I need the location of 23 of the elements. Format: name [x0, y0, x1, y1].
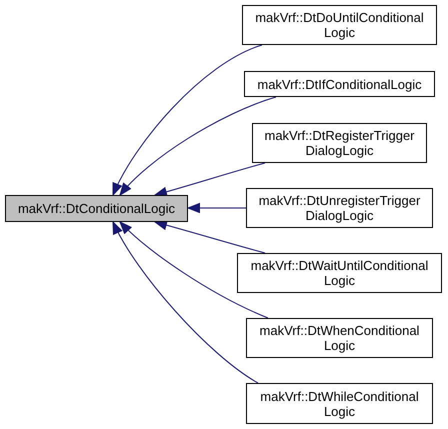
class-name: makVrf::DtUnregisterTrigger DialogLogic [258, 193, 422, 223]
inheritance-arrow [154, 220, 266, 254]
inheritance-arrow [120, 96, 276, 196]
class-box [242, 5, 437, 45]
inheritance-arrow [112, 222, 258, 384]
class-name: makVrf::DtWhenConditional Logic [258, 323, 420, 353]
class-name: makVrf::DtWhileConditional Logic [259, 388, 420, 418]
class-box [246, 318, 433, 358]
class-box [5, 195, 188, 222]
class-box [252, 123, 427, 163]
class-box [246, 188, 433, 228]
class-name: makVrf::DtRegisterTrigger DialogLogic [263, 128, 416, 158]
inheritance-arrow [120, 222, 268, 318]
class-name: makVrf::DtIfConditionalLogic [257, 76, 422, 92]
inheritance-arrow [112, 44, 262, 196]
class-box [244, 71, 435, 97]
inheritance-arrow [188, 203, 246, 213]
class-box [246, 383, 433, 424]
class-name: makVrf::DtDoUntilConditional Logic [254, 10, 425, 40]
inheritance-arrow [154, 162, 266, 197]
class-box [237, 253, 442, 293]
class-name: makVrf::DtConditionalLogic [18, 201, 176, 216]
class-name: makVrf::DtWaitUntilConditional Logic [250, 258, 430, 288]
